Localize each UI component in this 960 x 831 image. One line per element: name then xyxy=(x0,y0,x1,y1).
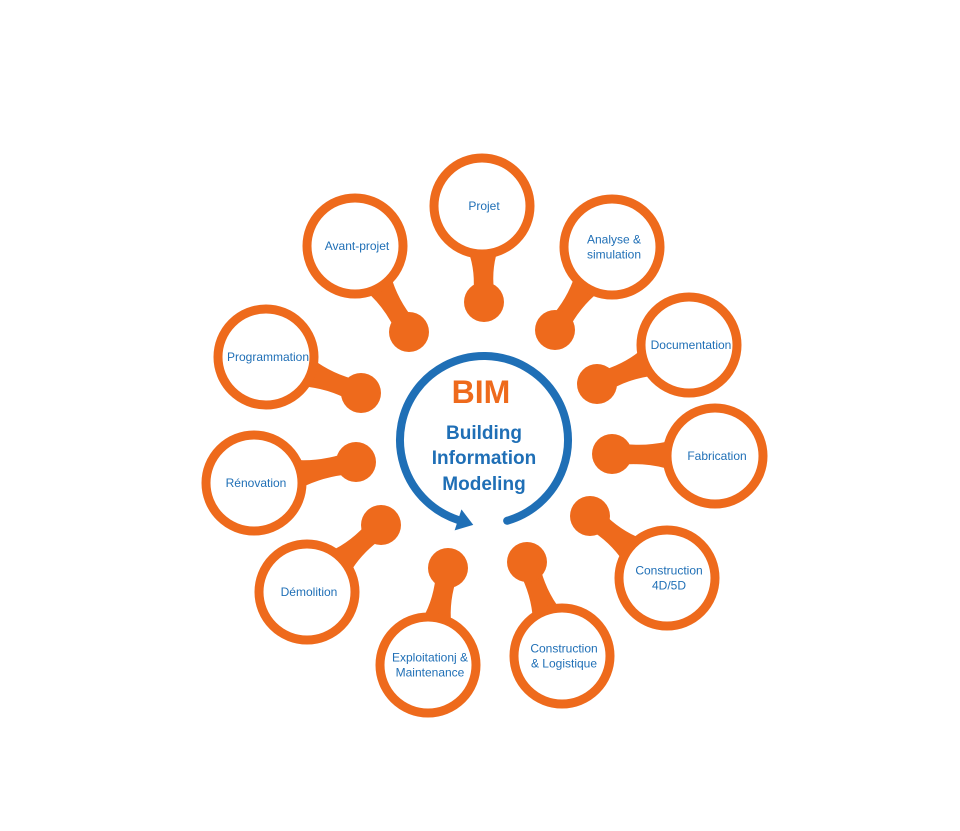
node-blob xyxy=(570,496,610,536)
node-label: & Logistique xyxy=(531,657,597,671)
node-label: Documentation xyxy=(651,338,732,352)
node-blob xyxy=(428,548,468,588)
node-ring xyxy=(509,603,615,709)
node-label: Construction xyxy=(635,564,702,578)
node-fabrication: Fabrication xyxy=(592,403,768,509)
node-ring xyxy=(213,304,319,410)
node-label: Maintenance xyxy=(396,666,465,680)
center-line-2: Information xyxy=(432,448,537,469)
cycle-arrow-arc xyxy=(396,352,572,525)
node-projet: Projet xyxy=(429,153,535,322)
node-blob xyxy=(389,312,429,352)
node-label: Fabrication xyxy=(687,449,746,463)
node-label: Avant-projet xyxy=(325,239,390,253)
node-ring xyxy=(254,539,360,645)
node-label: Programmation xyxy=(227,350,309,364)
node-ring xyxy=(302,193,408,299)
node-blob xyxy=(341,373,381,413)
node-blob xyxy=(336,442,376,482)
node-exploitation-maintenance: Exploitationj &Maintenance xyxy=(375,548,481,718)
node-ring xyxy=(559,194,665,300)
node-label: 4D/5D xyxy=(652,579,686,593)
node-ring xyxy=(201,430,307,536)
node-label: simulation xyxy=(587,248,641,262)
node-analyse-simulation: Analyse &simulation xyxy=(535,194,665,350)
node-label: Construction xyxy=(530,642,597,656)
node-blob xyxy=(577,364,617,404)
node-label: Analyse & xyxy=(587,233,641,247)
node-blob xyxy=(464,282,504,322)
center-hub: BIM Building Information Modeling xyxy=(396,352,572,531)
node-renovation: Rénovation xyxy=(201,430,376,536)
node-construction-logistique: Construction& Logistique xyxy=(507,542,615,709)
node-blob xyxy=(507,542,547,582)
center-title: BIM xyxy=(452,374,511,410)
center-line-3: Modeling xyxy=(442,474,525,495)
node-demolition: Démolition xyxy=(254,505,401,645)
node-blob xyxy=(535,310,575,350)
node-ring xyxy=(429,153,535,259)
node-label: Démolition xyxy=(281,585,338,599)
node-documentation: Documentation xyxy=(577,292,742,404)
node-blob xyxy=(361,505,401,545)
node-label: Exploitationj & xyxy=(392,651,468,665)
node-blob xyxy=(592,434,632,474)
node-ring xyxy=(636,292,742,398)
node-ring xyxy=(375,612,481,718)
node-ring xyxy=(614,525,720,631)
center-line-1: Building xyxy=(446,423,522,444)
node-ring xyxy=(662,403,768,509)
node-label: Rénovation xyxy=(226,476,287,490)
node-label: Projet xyxy=(468,199,500,213)
cycle-arrow-head-icon xyxy=(454,509,474,531)
node-avant-projet: Avant-projet xyxy=(302,193,429,352)
node-programmation: Programmation xyxy=(213,304,381,413)
